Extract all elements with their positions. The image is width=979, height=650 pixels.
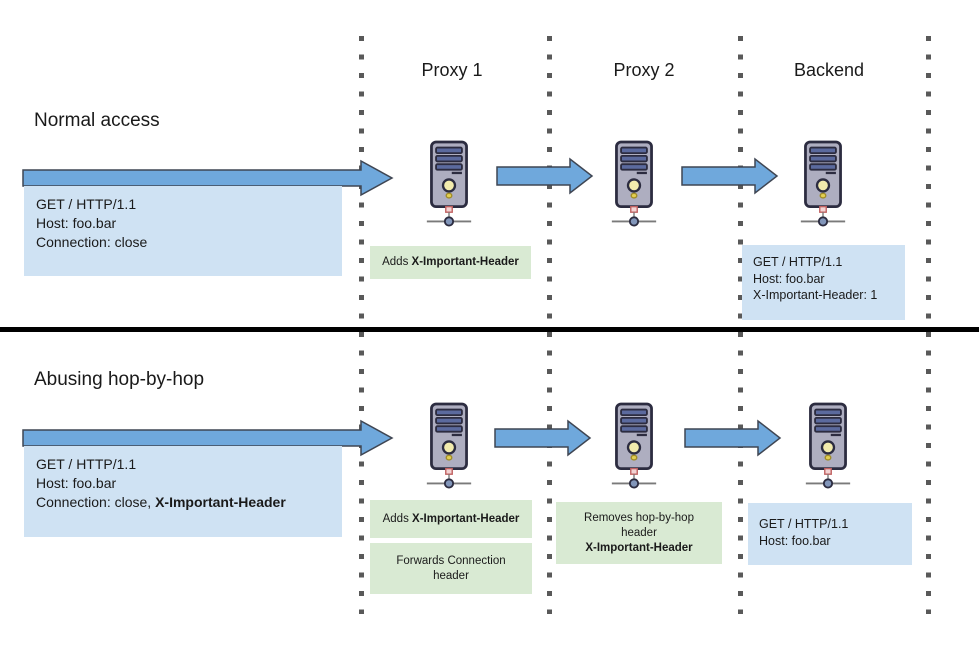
request-line: GET / HTTP/1.1 — [36, 456, 137, 472]
request-line: Connection: close, X-Important-Header — [36, 494, 286, 510]
request-box-backend-normal: GET / HTTP/1.1 Host: foo.bar X-Important… — [742, 245, 905, 320]
server-tower-icon — [805, 402, 851, 489]
server-icon-proxy1-normal — [425, 140, 473, 229]
note-text: Forwards Connection — [396, 554, 506, 567]
column-label-backend: Backend — [793, 60, 865, 80]
server-icon-proxy1-abuse — [425, 402, 473, 491]
server-tower-icon — [426, 402, 472, 489]
server-tower-icon — [426, 140, 472, 227]
request-line: Connection: close — [36, 234, 148, 250]
request-line: GET / HTTP/1.1 — [753, 255, 843, 269]
request-line-bold: X-Important-Header — [155, 494, 286, 510]
request-box-client-abuse: GET / HTTP/1.1 Host: foo.bar Connection:… — [24, 446, 342, 537]
note-text-bold: X-Important-Header — [585, 541, 693, 554]
note-proxy2-removes-header: Removes hop-by-hop header X-Important-He… — [556, 502, 722, 564]
server-tower-icon — [611, 140, 657, 227]
request-arrow-proxy2-to-backend-abuse — [684, 419, 782, 457]
note-proxy1-adds-header-normal: Adds X-Important-Header — [370, 246, 531, 279]
note-text: Adds — [382, 256, 412, 268]
note-text-bold: X-Important-Header — [411, 256, 519, 268]
section-divider-line — [0, 327, 979, 332]
note-text: header — [433, 569, 469, 582]
column-label-proxy1: Proxy 1 — [421, 60, 483, 80]
column-divider-dotted-line — [738, 36, 743, 614]
server-tower-icon — [800, 140, 846, 227]
note-text: header — [621, 526, 657, 539]
request-arrow-proxy1-to-proxy2-abuse — [494, 419, 592, 457]
request-box-backend-abuse: GET / HTTP/1.1 Host: foo.bar — [748, 503, 912, 565]
request-line: Host: foo.bar — [753, 271, 825, 286]
column-divider-dotted-line — [926, 36, 931, 614]
server-icon-proxy2-abuse — [610, 402, 658, 491]
note-text-bold: X-Important-Header — [412, 512, 520, 525]
column-divider-dotted-line — [547, 36, 552, 614]
request-line: X-Important-Header: 1 — [753, 288, 878, 302]
note-text: Removes hop-by-hop — [584, 511, 694, 524]
server-icon-backend-normal — [799, 140, 847, 229]
section-title-normal-access: Normal access — [34, 110, 160, 131]
note-text: Adds — [382, 512, 413, 525]
section-title-abusing-hop-by-hop: Abusing hop-by-hop — [34, 369, 205, 390]
request-line: GET / HTTP/1.1 — [759, 517, 849, 531]
request-box-client-normal: GET / HTTP/1.1 Host: foo.bar Connection:… — [24, 186, 342, 276]
server-tower-icon — [611, 402, 657, 489]
column-label-proxy2: Proxy 2 — [613, 60, 675, 80]
note-proxy1-adds-header-abuse: Adds X-Important-Header — [370, 500, 532, 538]
request-arrow-proxy1-to-proxy2-normal — [496, 157, 594, 195]
request-line: Host: foo.bar — [36, 475, 117, 491]
request-arrow-proxy2-to-backend-normal — [681, 157, 779, 195]
column-divider-dotted-line — [359, 36, 364, 614]
request-line: GET / HTTP/1.1 — [36, 196, 137, 212]
server-icon-backend-abuse — [804, 402, 852, 491]
note-proxy1-forwards-connection: Forwards Connection header — [370, 543, 532, 594]
request-line: Host: foo.bar — [36, 215, 117, 231]
server-icon-proxy2-normal — [610, 140, 658, 229]
request-line: Host: foo.bar — [759, 533, 831, 548]
